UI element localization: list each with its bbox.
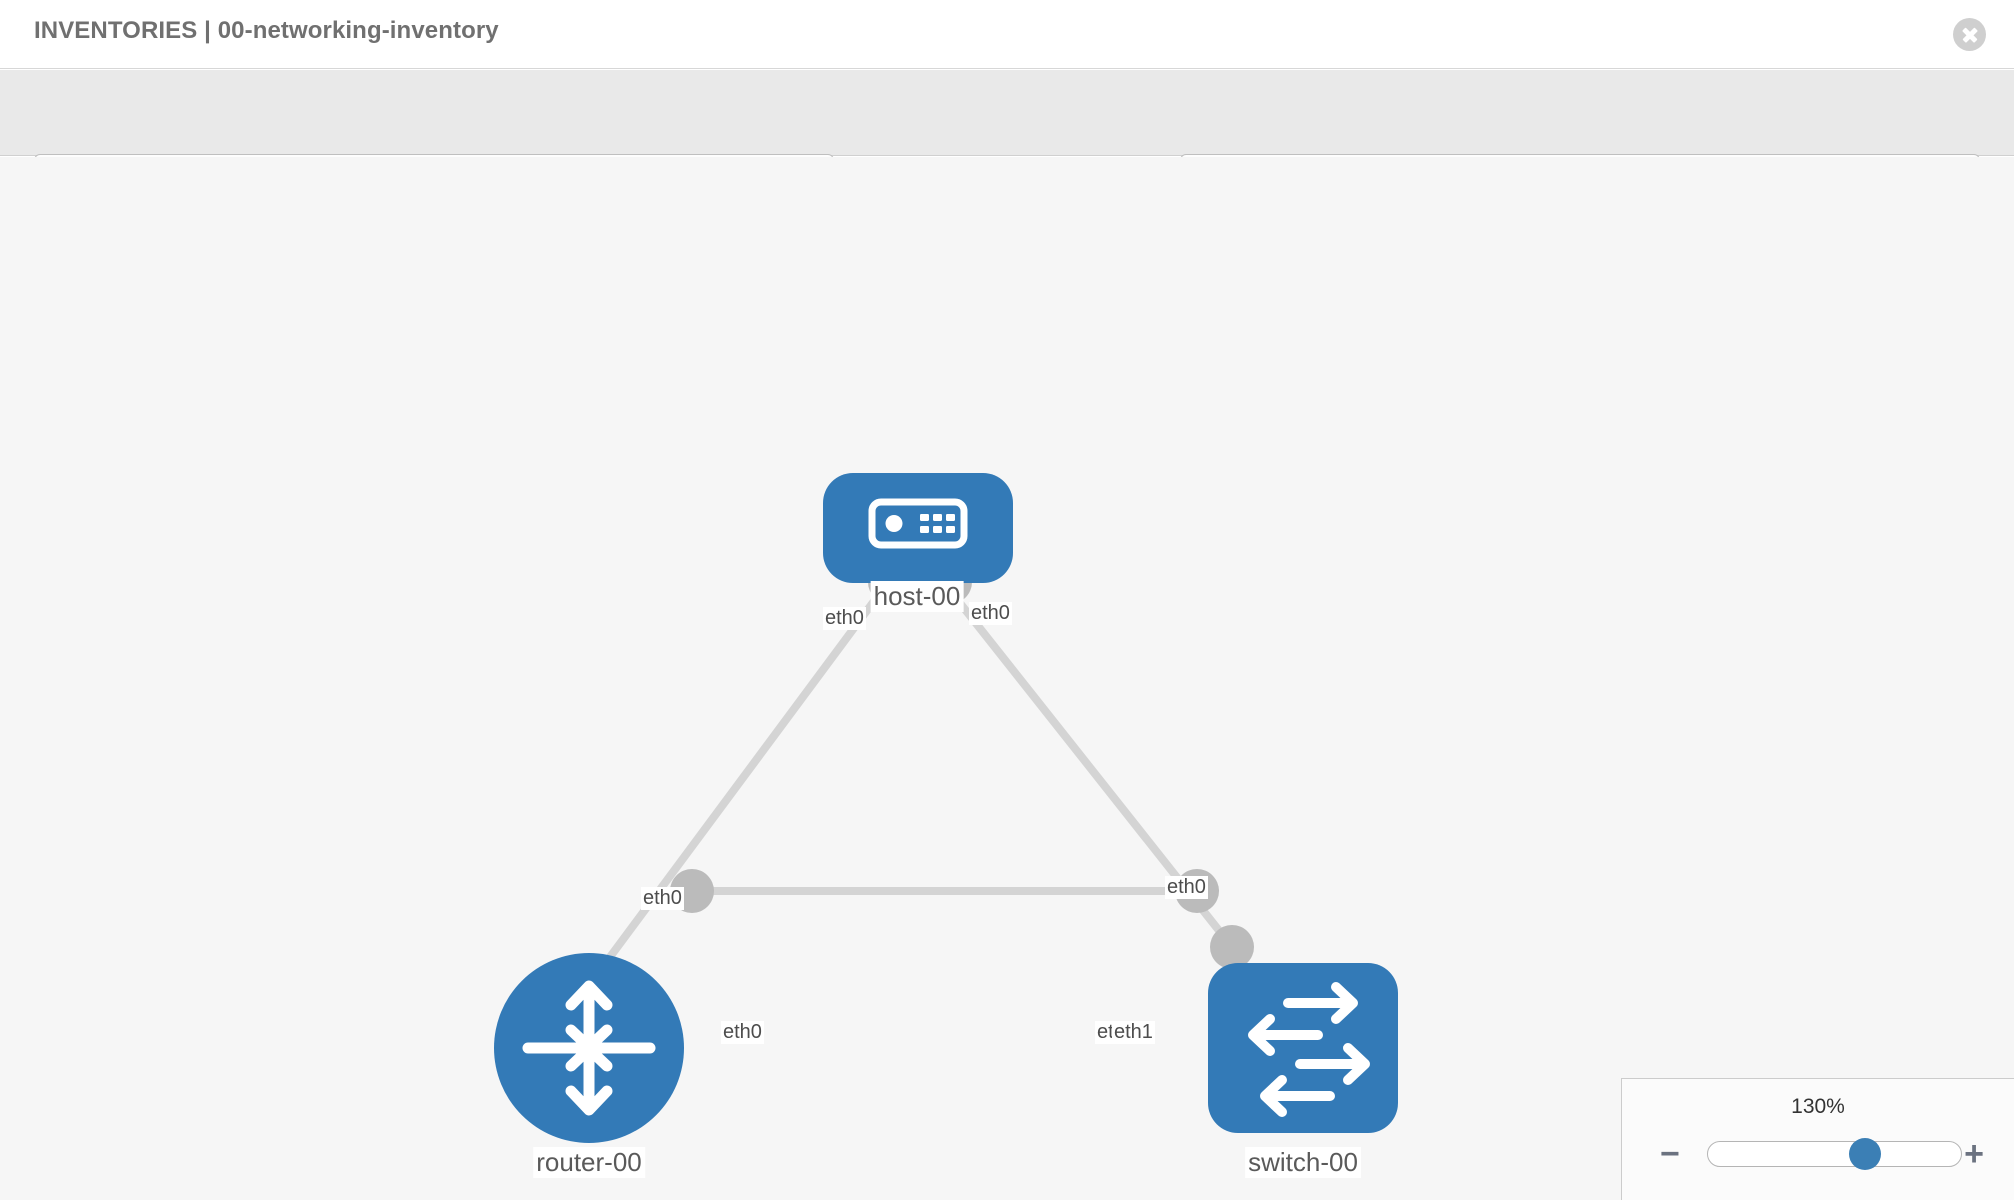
iface-label-switch-eth0-uplink: eth0 <box>1165 876 1208 899</box>
page-header: INVENTORIES | 00-networking-inventory <box>0 0 2014 69</box>
close-icon[interactable] <box>1953 18 1986 51</box>
node-host-00[interactable] <box>823 473 1013 583</box>
node-router-00[interactable] <box>494 953 684 1143</box>
node-label-host-00: host-00 <box>870 581 964 612</box>
zoom-level-value: 130% <box>1791 1095 1845 1118</box>
iface-label-switch-eth1: eth1 <box>1112 1021 1155 1044</box>
page-title: INVENTORIES | 00-networking-inventory <box>34 17 499 44</box>
zoom-control-panel: 130% − + <box>1621 1078 2014 1200</box>
toolbar: ACTIONS SEARCH <box>0 70 2014 206</box>
zoom-slider-row: − + <box>1622 1134 2014 1174</box>
iface-label-host-eth0-right: eth0 <box>969 602 1012 625</box>
nub-switch-eth0[interactable] <box>1210 925 1254 969</box>
topology-graph <box>494 473 1398 1143</box>
iface-label-router-eth0-uplink: eth0 <box>641 887 684 910</box>
node-switch-00[interactable] <box>1208 963 1398 1133</box>
router-arrows-icon <box>522 980 656 1116</box>
zoom-in-button[interactable]: + <box>1964 1135 1984 1173</box>
switch-arrows-icon <box>1248 982 1370 1117</box>
zoom-slider-thumb[interactable] <box>1848 1138 1881 1170</box>
node-label-switch-00: switch-00 <box>1245 1147 1361 1178</box>
iface-label-router-eth0: eth0 <box>721 1021 764 1044</box>
iface-label-host-eth0-left: eth0 <box>823 607 866 630</box>
zoom-slider-track[interactable] <box>1707 1138 1962 1170</box>
topology-canvas[interactable]: host-00 router-00 switch-00 eth0 eth0 et… <box>0 157 2014 1200</box>
node-label-router-00: router-00 <box>533 1147 645 1178</box>
zoom-out-button[interactable]: − <box>1660 1135 1680 1173</box>
server-icon <box>868 498 968 549</box>
